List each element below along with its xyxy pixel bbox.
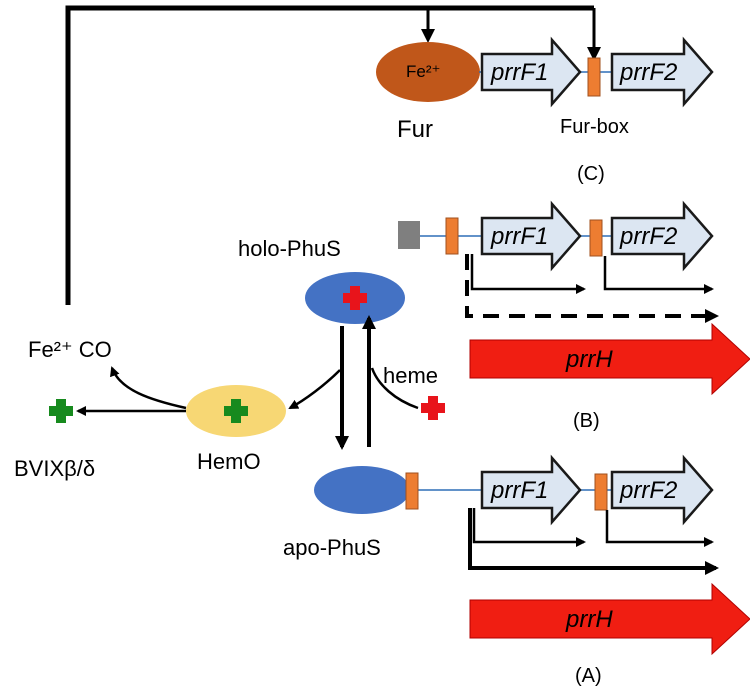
apo-phus-protein xyxy=(314,466,410,514)
transcript-prrf1-a xyxy=(472,508,586,547)
prrf2-label-c: prrF2 xyxy=(619,59,677,86)
gene-prrh-a xyxy=(469,582,750,656)
transcript-prrh-b-dashed xyxy=(465,254,719,323)
prrf1-label-c: prrF1 xyxy=(490,59,548,86)
prrh-label-b: prrH xyxy=(565,346,613,373)
prrf1-label-a: prrF1 xyxy=(490,477,548,504)
prrf2-label-b: prrF2 xyxy=(619,223,677,250)
biliverdin-label: BVIXβ/δ xyxy=(14,456,95,481)
prrh-label-a: prrH xyxy=(565,606,613,633)
transcript-prrh-a xyxy=(468,508,719,575)
feedback-line xyxy=(65,5,594,305)
fur-box-b2 xyxy=(589,219,603,257)
apo-phus-label: apo-PhuS xyxy=(283,535,381,560)
fe-co-label: Fe²⁺ CO xyxy=(28,337,112,362)
transcript-prrf2-a xyxy=(605,510,714,547)
arrow-hemo-to-fe-co xyxy=(110,366,187,410)
fur-box-c xyxy=(587,57,601,97)
heme-label: heme xyxy=(383,363,438,388)
biliverdin-icon xyxy=(49,399,73,423)
gene-prrf2-b xyxy=(610,200,714,272)
hemo-label: HemO xyxy=(197,449,261,474)
gene-prrf1-b xyxy=(480,200,582,272)
panel-b-label: (B) xyxy=(573,410,600,432)
panel-c-label: (C) xyxy=(577,163,605,185)
panel-a-label: (A) xyxy=(575,665,602,687)
arrow-holo-to-hemo xyxy=(288,369,341,410)
transcript-prrf2-b xyxy=(603,256,714,294)
gene-prrf1-c xyxy=(480,36,582,108)
gene-prrf2-c xyxy=(610,36,714,108)
fur-box-label: Fur-box xyxy=(560,116,629,138)
fur-box-a2 xyxy=(594,473,608,511)
heme-in-hemo-icon xyxy=(224,399,248,423)
arrow-heme-to-holo xyxy=(370,367,419,410)
gene-prrh-b xyxy=(469,322,750,396)
promoter-grey-b xyxy=(398,221,420,249)
heme-in-holo-icon xyxy=(343,286,367,310)
holo-phus-label: holo-PhuS xyxy=(238,236,341,261)
fur-box-a1 xyxy=(405,472,419,510)
free-heme-icon xyxy=(421,396,445,420)
fur-ion-label: Fe²⁺ xyxy=(406,62,440,81)
fur-box-b1 xyxy=(445,217,459,255)
transcript-prrf1-b xyxy=(470,254,586,294)
prrf1-label-b: prrF1 xyxy=(490,223,548,250)
gene-prrf1-a xyxy=(480,454,582,526)
fur-protein xyxy=(376,42,480,102)
gene-prrf2-a xyxy=(610,454,714,526)
fur-label: Fur xyxy=(397,116,433,143)
prrf2-label-a: prrF2 xyxy=(619,477,677,504)
